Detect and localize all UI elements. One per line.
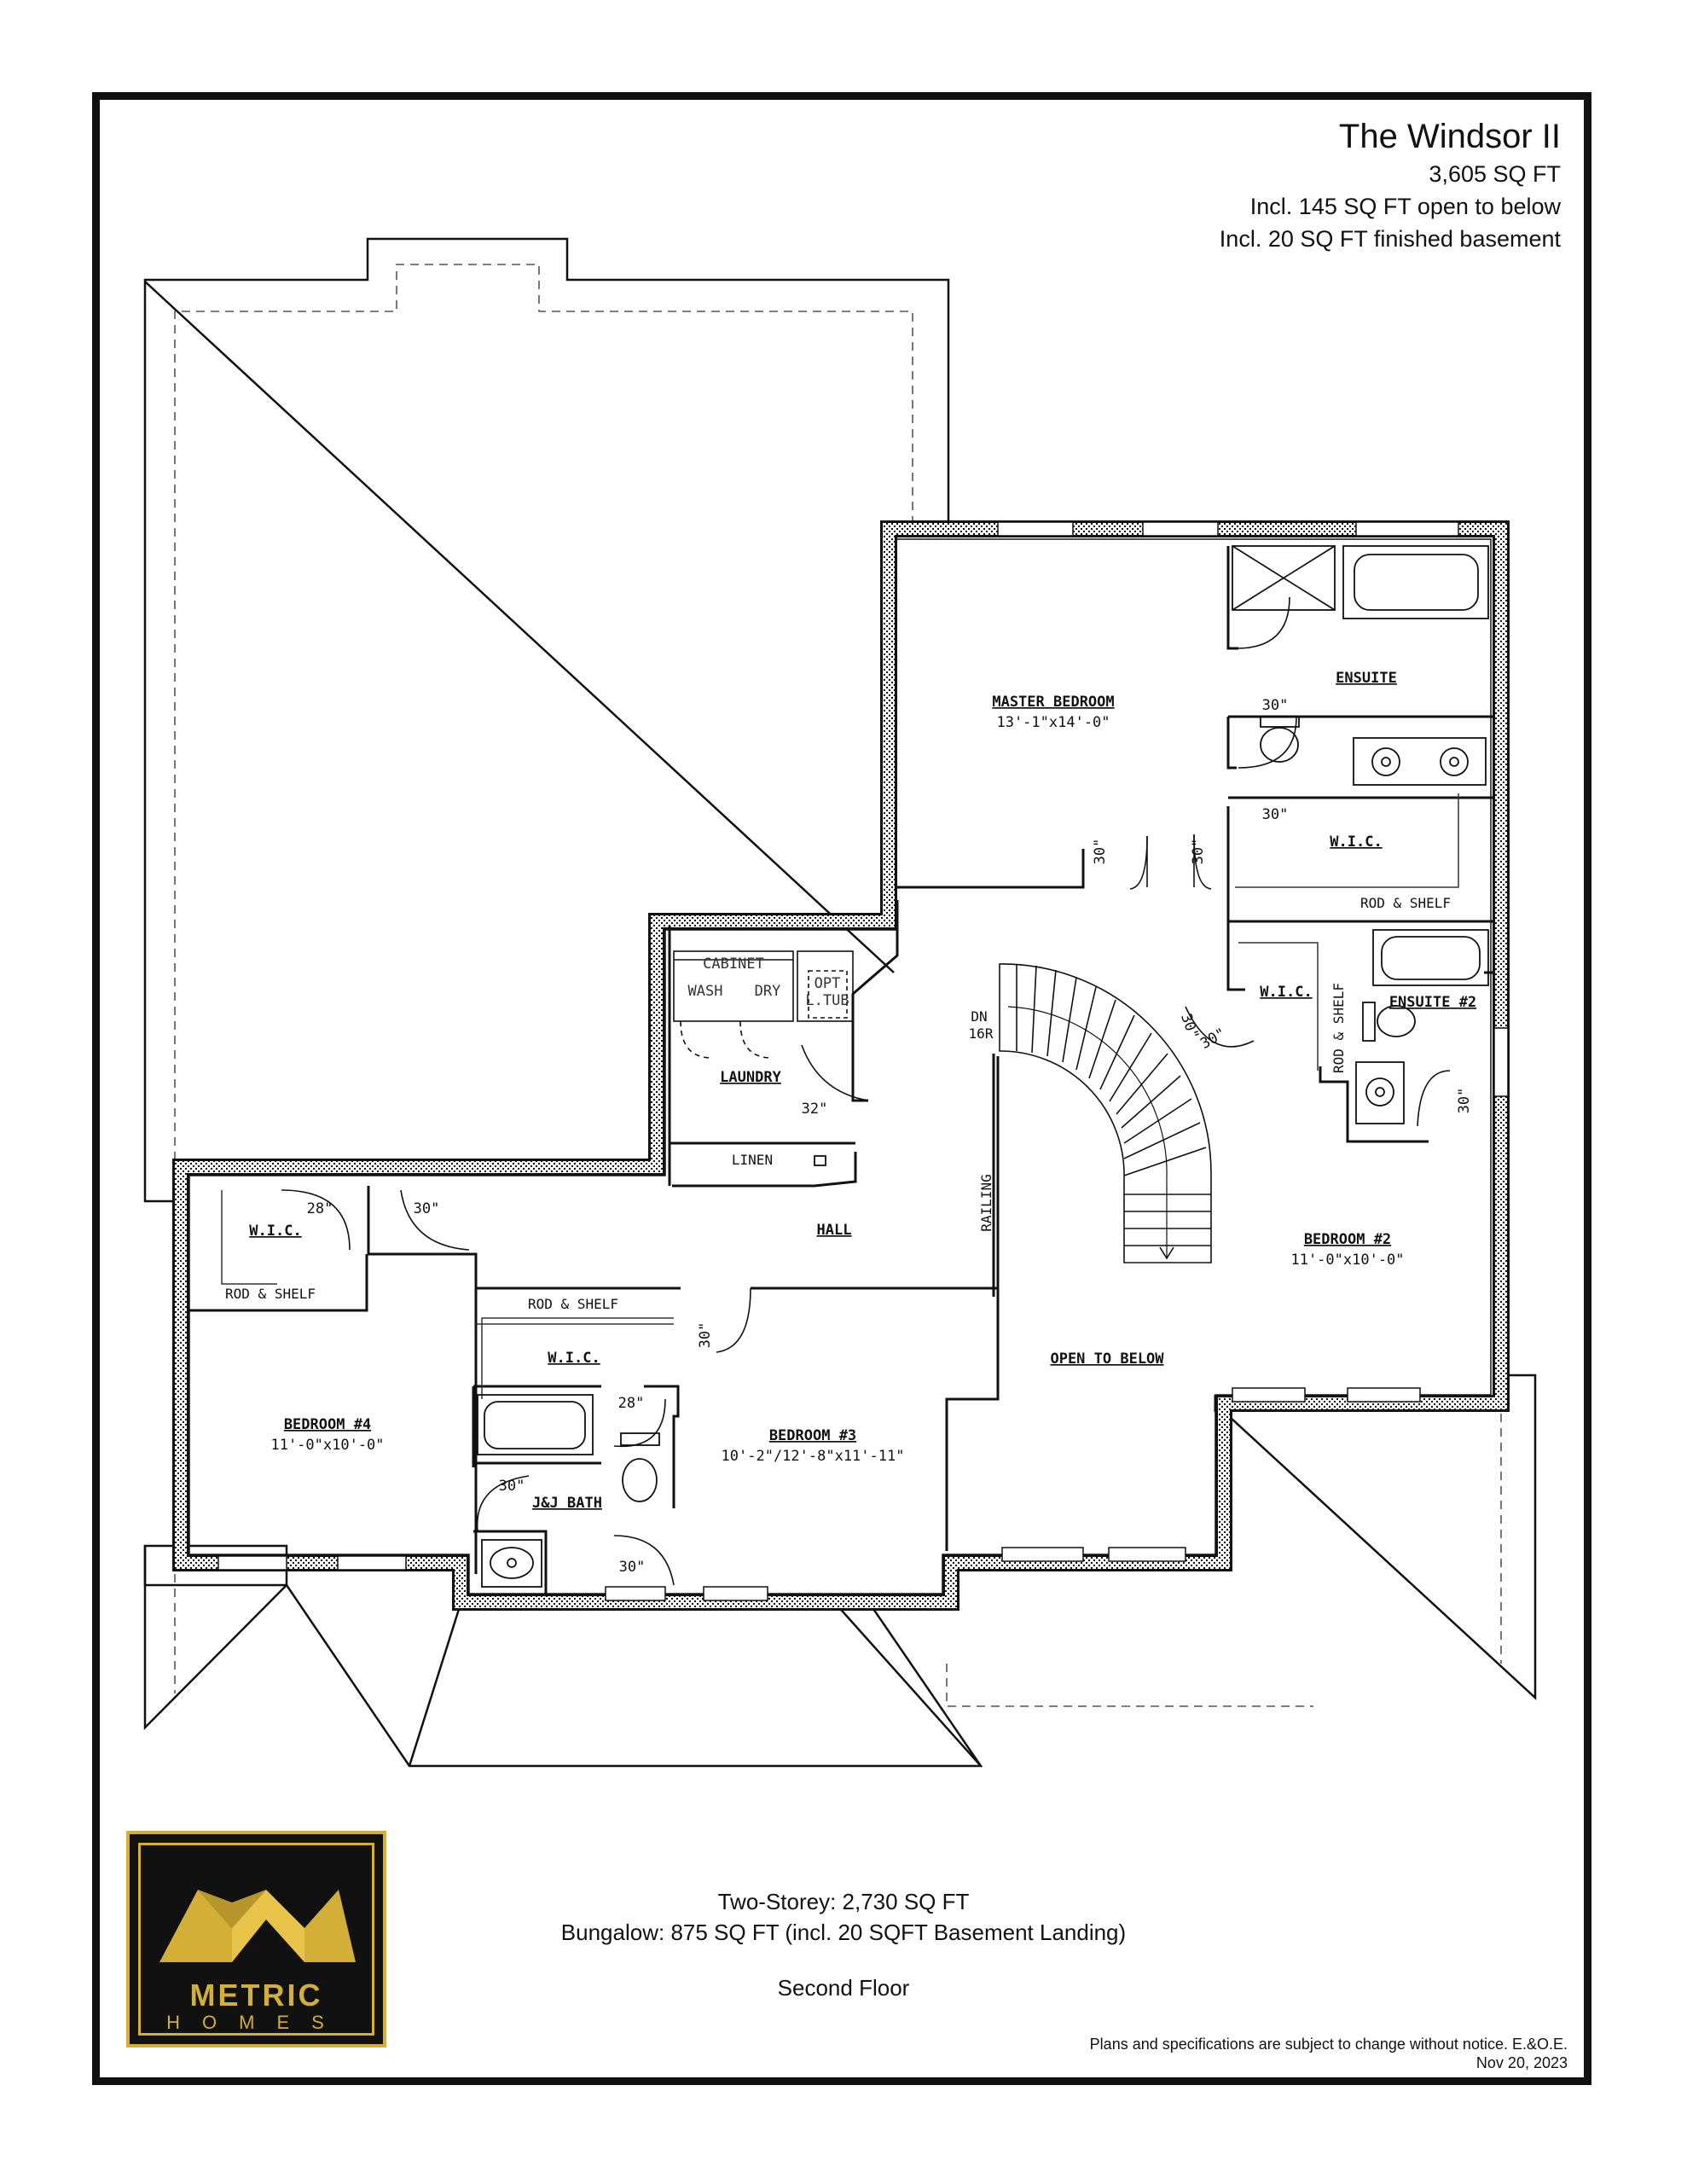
floor-name: Second Floor [777, 1975, 910, 2001]
total-sqft: 3,605 SQ FT [1429, 161, 1561, 187]
open-below-note: Incl. 145 SQ FT open to below [1249, 194, 1561, 219]
disclaimer-text: Plans and specifications are subject to … [1089, 2036, 1568, 2053]
wic-2-rod-shelf-label: ROD & SHELF [1330, 983, 1347, 1073]
door-size-bedroom-4: 30" [414, 1200, 440, 1217]
plan-title: The Windsor II [1338, 118, 1561, 155]
bungalow-sqft: Bungalow: 875 SQ FT (incl. 20 SQFT Basem… [560, 1920, 1127, 1945]
logo-mark-icon [159, 1890, 356, 1962]
disclaimer: Plans and specifications are subject to … [1090, 2035, 1568, 2072]
master-bedroom-size: 13'-1"x14'-0" [996, 714, 1110, 731]
bedroom-3-rod-shelf-label: ROD & SHELF [528, 1296, 618, 1312]
ensuite-label: ENSUITE [1336, 670, 1397, 687]
bedroom-4-size: 11'-0"x10'-0" [270, 1437, 384, 1454]
door-size-master-left: 30" [1092, 839, 1109, 865]
dryer-label: DRY [755, 983, 781, 1000]
door-size-bedroom-3-wic: 28" [618, 1395, 645, 1412]
wic-2-label: W.I.C. [1260, 984, 1312, 1001]
opt-label: OPT [815, 975, 841, 992]
page-frame [92, 92, 1591, 2085]
bedroom-4-rod-shelf-label: ROD & SHELF [225, 1286, 316, 1302]
bedroom-3-wic-label: W.I.C. [548, 1350, 600, 1367]
stair-down-label: DN [971, 1008, 987, 1025]
door-size-ensuite: 30" [1262, 697, 1289, 714]
logo-border [138, 1843, 374, 2036]
bedroom-3-size: 10'-2"/12'-8"x11'-11" [722, 1448, 905, 1465]
logo-word-metric: METRIC [189, 1978, 323, 2013]
bedroom-4-wic-label: W.I.C. [249, 1223, 301, 1240]
master-rod-shelf-label: ROD & SHELF [1360, 895, 1451, 911]
door-size-master-right: 30" [1190, 839, 1207, 865]
hall-label: HALL [817, 1222, 852, 1239]
basement-note: Incl. 20 SQ FT finished basement [1219, 226, 1561, 252]
title-block: The Windsor II 3,605 SQ FT Incl. 145 SQ … [1220, 115, 1561, 255]
railing-label: RAILING [978, 1174, 994, 1231]
interior-walls [189, 546, 1494, 1594]
roof-outlines [143, 237, 1537, 1768]
washer-label: WASH [688, 983, 723, 1000]
door-swings [281, 596, 1451, 1586]
open-to-below-label: OPEN TO BELOW [1050, 1350, 1164, 1368]
bedroom-2-label: BEDROOM #2 [1304, 1231, 1391, 1248]
plumbing-fixtures [477, 545, 1489, 1588]
bedroom-4-label: BEDROOM #4 [284, 1416, 371, 1433]
jj-bath-label: J&J BATH [532, 1495, 602, 1512]
linen-label: LINEN [732, 1152, 773, 1168]
door-size-ensuite-2: 30" [1456, 1088, 1473, 1114]
stair-risers-label: 16R [969, 1025, 994, 1042]
master-wic-label: W.I.C. [1330, 834, 1382, 851]
master-bedroom-label: MASTER BEDROOM [992, 694, 1114, 711]
logo-word-homes: HOMES [166, 2012, 346, 2033]
bedroom-2-size: 11'-0"x10'-0" [1290, 1252, 1404, 1269]
curved-stair [999, 963, 1212, 1263]
two-storey-sqft: Two-Storey: 2,730 SQ FT [717, 1889, 970, 1914]
door-size-master-wic: 30" [1262, 806, 1289, 823]
door-size-bedroom-4-wic: 28" [307, 1200, 333, 1217]
cabinet-label: CABINET [703, 956, 764, 973]
door-size-jj-bath-right: 30" [619, 1559, 646, 1576]
roof-dashed-lines [174, 264, 1502, 1707]
ensuite-2-label: ENSUITE #2 [1389, 994, 1476, 1011]
door-size-laundry: 32" [802, 1101, 828, 1118]
room-labels: MASTER BEDROOM 13'-1"x14'-0" ENSUITE W.I… [225, 670, 1476, 1512]
door-size-bedroom-2-hall: 30" [1197, 1025, 1229, 1053]
shelves [221, 793, 1459, 1399]
windows [217, 521, 1509, 1601]
metric-homes-logo: METRIC HOMES [126, 1831, 386, 2048]
laundry-tub-label: L.TUB [805, 992, 849, 1009]
door-size-bedroom-3: 30" [697, 1322, 714, 1349]
laundry-appliances [673, 950, 854, 1059]
plan-date: Nov 20, 2023 [1475, 2054, 1568, 2071]
bedroom-3-label: BEDROOM #3 [769, 1427, 856, 1444]
laundry-label: LAUNDRY [720, 1069, 781, 1086]
door-size-jj-bath-left: 30" [499, 1478, 525, 1495]
